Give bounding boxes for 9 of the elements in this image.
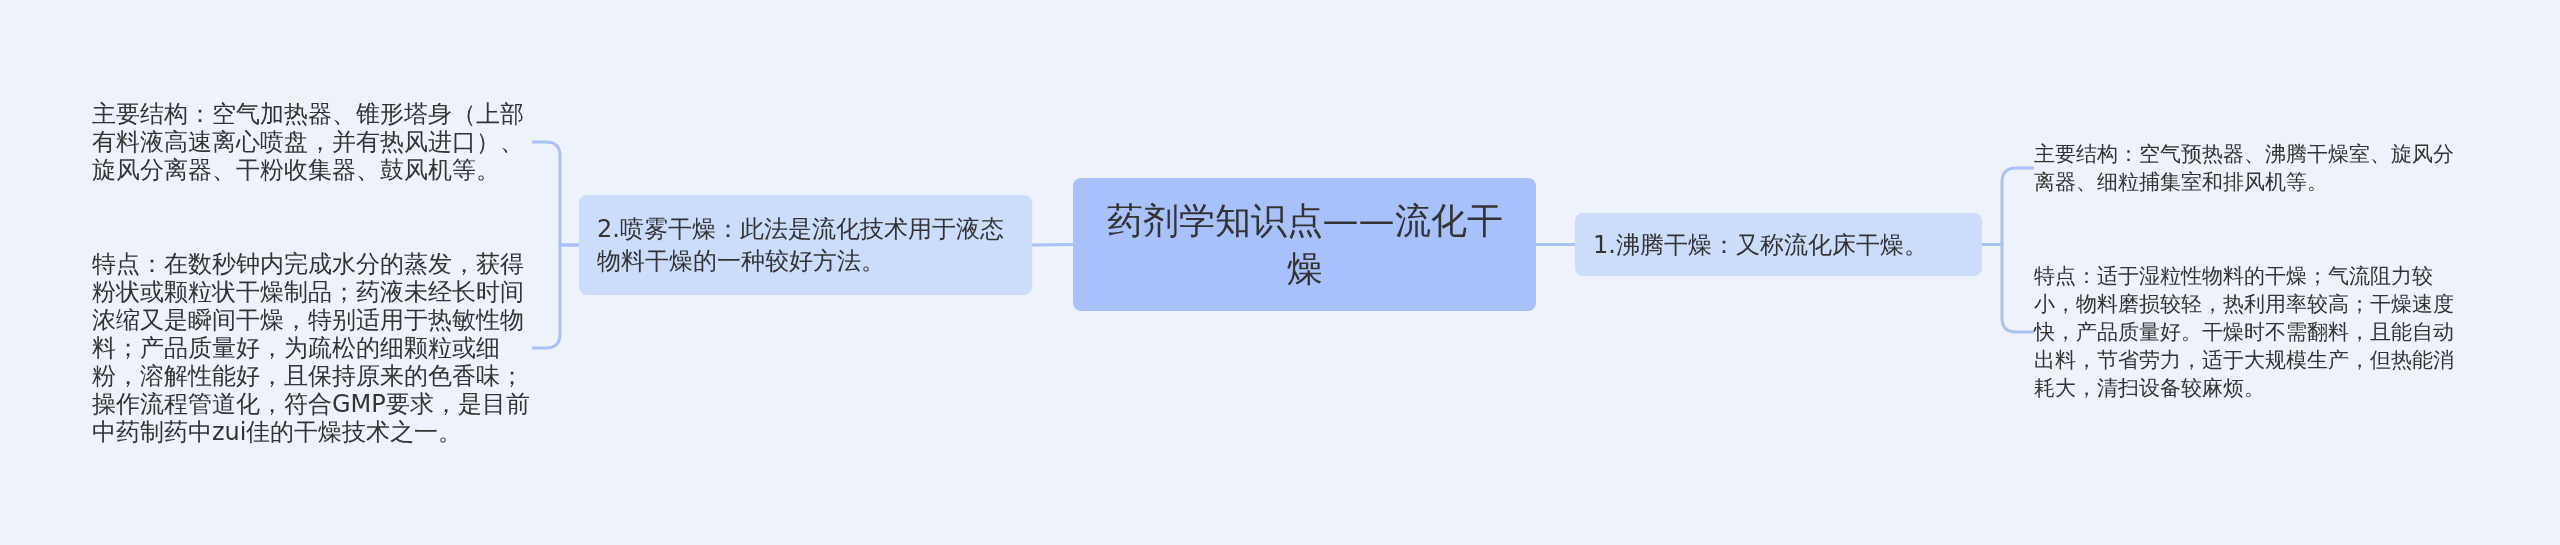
topic-box: 1.沸腾干燥：又称流化床干燥。 xyxy=(1575,213,1982,276)
note-text: 特点：适于湿粒性物料的干燥；气流阻力较小，物料磨损较轻，热利用率较高；干燥速度快，产品质量好。干燥时不需翻料，且能自动出料，节省劳力，适于大规模生产，但热能消耗大，清扫设备较麻烦。 xyxy=(2034,262,2474,402)
topic-box: 2.喷雾干燥：此法是流化技术用于液态物料干燥的一种较好方法。 xyxy=(579,195,1032,295)
central-topic: 药剂学知识点——流化干燥 xyxy=(1073,178,1536,311)
connector-line xyxy=(1536,243,1575,246)
note-text: 主要结构：空气预热器、沸腾干燥室、旋风分离器、细粒捕集室和排风机等。 xyxy=(2034,140,2474,196)
connector-line xyxy=(1031,243,1074,247)
note-text: 主要结构：空气加热器、锥形塔身（上部有料液高速离心喷盘，并有热风进口）、旋风分离器、干粉收集器、鼓风机等。 xyxy=(92,100,532,184)
note-text: 特点：在数秒钟内完成水分的蒸发，获得粉状或颗粒状干燥制品；药液未经长时间浓缩又是瞬间干燥，特别适用于热敏性物料；产品质量好，为疏松的细颗粒或细粉，溶解性能好，且保持原来的色香味；操作流程管道化，符合GMP要求，是目前中药制药中zui佳的干燥技术之一。 xyxy=(92,250,532,446)
